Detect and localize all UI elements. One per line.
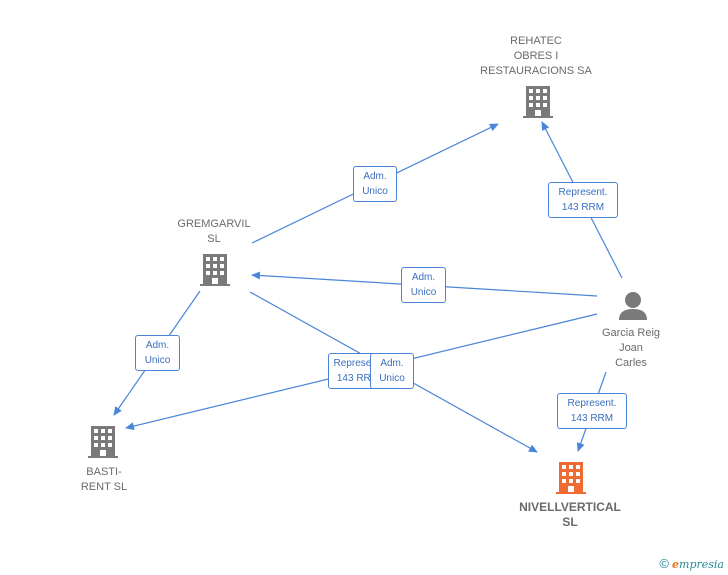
footer-brand: © empresia: [659, 556, 724, 571]
copyright-symbol: ©: [659, 556, 669, 571]
edge-label-gremgarvil-basti: Adm. Unico: [135, 335, 180, 371]
building-icon: [523, 86, 553, 118]
edge-label-garcia-nivell: Represent. 143 RRM: [557, 393, 627, 429]
building-icon: [556, 462, 586, 494]
brand-logo: empresia: [672, 558, 724, 571]
node-garcia-label: Garcia Reig Joan Carles: [601, 327, 661, 369]
node-rehatec-label: REHATEC OBRES I RESTAURACIONS SA: [480, 35, 592, 77]
building-icon: [200, 254, 230, 286]
edge-label-garcia-rehatec: Represent. 143 RRM: [548, 182, 618, 218]
person-icon: [619, 292, 647, 320]
edge-label-garcia-gremgarvil: Adm. Unico: [401, 267, 446, 303]
node-gremgarvil-label: GREMGARVIL SL: [177, 218, 251, 245]
building-icon: [88, 426, 118, 458]
edge-label-gremgarvil-rehatec: Adm. Unico: [353, 166, 397, 202]
edge-label-gremgarvil-nivell: Adm. Unico: [370, 353, 414, 389]
node-basti-label: BASTI- RENT SL: [80, 466, 128, 493]
node-nivell-label: NIVELLVERTICAL SL: [519, 500, 621, 529]
